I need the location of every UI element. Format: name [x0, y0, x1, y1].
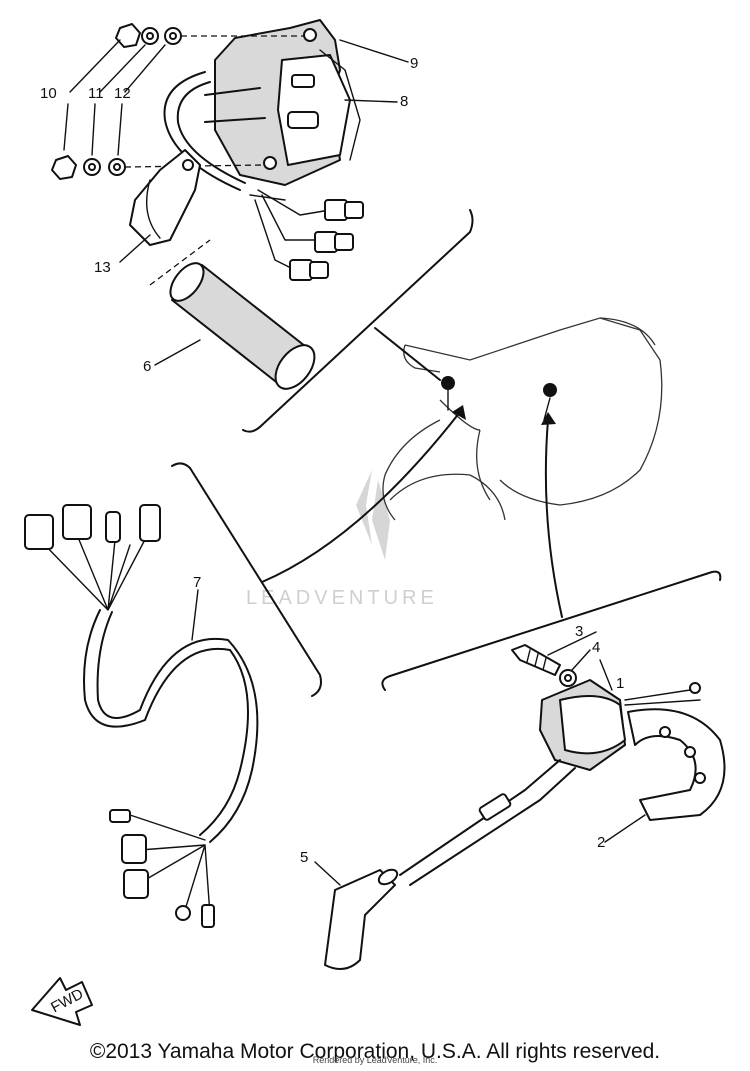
- leader-lines: [63, 39, 646, 886]
- coil-location-marker: [441, 376, 455, 390]
- cdi-location-marker: [543, 383, 557, 397]
- coil-bracket: [627, 708, 726, 821]
- copyright-notice: ©2013 Yamaha Motor Corporation, U.S.A. A…: [89, 1040, 661, 1063]
- callout-8: 8: [400, 93, 408, 110]
- spark-plug-cap: [324, 868, 399, 970]
- fasteners-top: [51, 23, 305, 180]
- wire-harness: [24, 504, 259, 928]
- callout-7: 7: [193, 574, 201, 591]
- mounting-band: [129, 149, 211, 286]
- watermark-logo: LEADVENTURE: [246, 470, 438, 609]
- callout-1: 1: [616, 675, 624, 692]
- callout-4: 4: [592, 639, 600, 656]
- ignition-coil: [399, 679, 701, 886]
- callout-9: 9: [410, 55, 418, 72]
- callout-labels: 1 2 3 4 5 6 7 8 9 10 11 12 13: [40, 55, 624, 866]
- condenser-tube: [169, 262, 316, 390]
- callout-2: 2: [597, 834, 605, 851]
- callout-6: 6: [143, 358, 151, 375]
- callout-5: 5: [300, 849, 308, 866]
- motorcycle-outline: [382, 317, 663, 521]
- watermark-text: LEADVENTURE: [246, 587, 438, 609]
- bolt-and-washer: [511, 644, 577, 687]
- callout-10: 10: [40, 85, 57, 102]
- callout-11: 11: [88, 85, 104, 102]
- rendered-by-note: Rendered by LeadVenture, Inc.: [312, 1055, 438, 1065]
- callout-3: 3: [575, 623, 583, 640]
- fwd-arrow-icon: FWD: [31, 977, 93, 1026]
- cdi-unit: [163, 19, 364, 281]
- callout-12: 12: [114, 85, 131, 102]
- callout-13: 13: [94, 259, 111, 276]
- section-brackets: [171, 209, 722, 697]
